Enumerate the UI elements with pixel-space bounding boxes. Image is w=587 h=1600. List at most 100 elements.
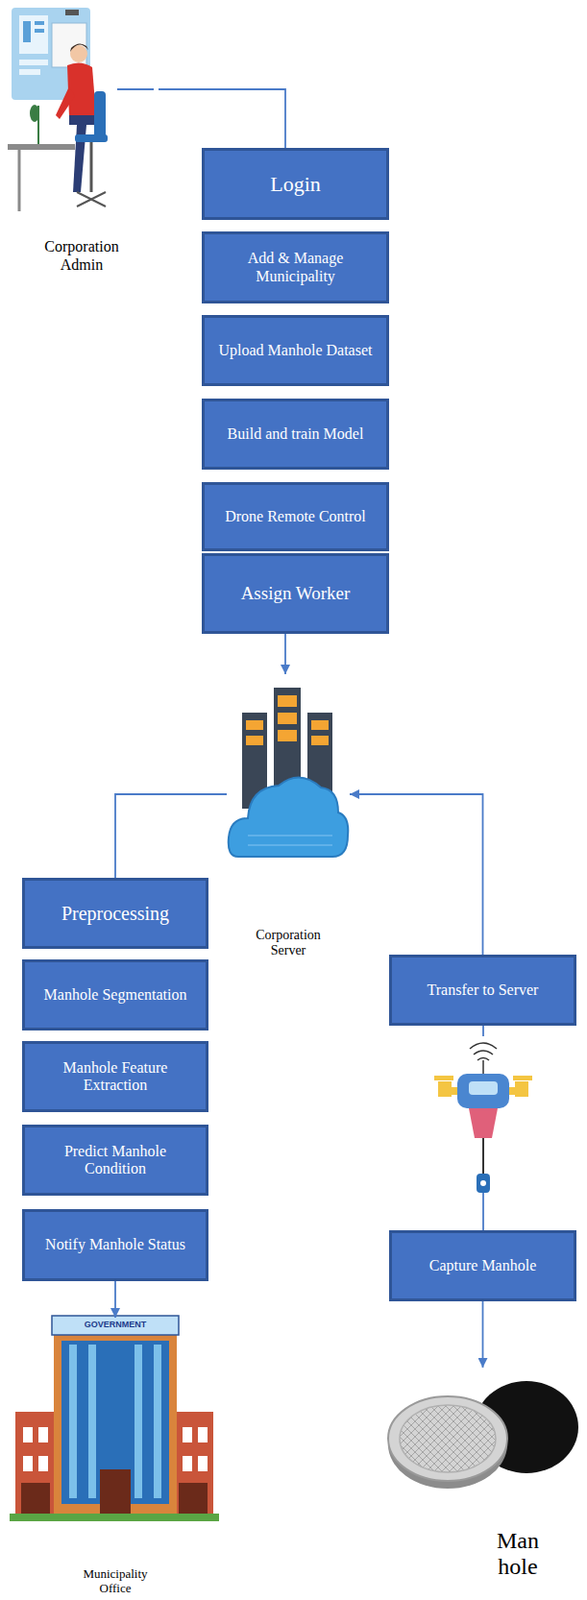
server-icon-part (311, 735, 329, 746)
building-icon-part (88, 1345, 97, 1499)
box-text: Manhole Segmentation (44, 986, 188, 1004)
admin-icon-part (74, 134, 108, 143)
drone-icon-part (477, 1058, 490, 1062)
process-box: Preprocessing (22, 878, 209, 950)
server-icon-part (247, 835, 333, 846)
manhole-icon-part (399, 1405, 496, 1473)
server-icon-part (277, 730, 297, 742)
process-box: Add & Manage Municipality (201, 231, 390, 304)
icon-node: Man hole (388, 1368, 577, 1582)
drone-icon-part (480, 1180, 487, 1187)
admin-icon-part (67, 62, 97, 118)
drone-icon-part (473, 1051, 493, 1055)
admin-icon-part (69, 115, 98, 125)
connector (114, 1281, 117, 1319)
icon-label: Corporation Admin (28, 238, 135, 274)
icon-node: Corporation Server (226, 674, 350, 959)
box-text: Predict Manhole Condition (32, 1143, 198, 1179)
building-icon-part (53, 1335, 177, 1515)
drone-icon-part (457, 1074, 510, 1109)
drone-icon-part (434, 1076, 454, 1081)
box-text: Capture Manhole (429, 1257, 538, 1275)
box-text: Upload Manhole Dataset (219, 342, 373, 360)
admin-icon-part (7, 144, 75, 150)
icon-node: Corporation Admin (4, 4, 159, 274)
building-icon-part (23, 1456, 33, 1472)
box-text: Login (269, 171, 321, 196)
drone-icon-part (482, 1138, 485, 1174)
server-icon-part (228, 777, 349, 857)
building-icon-part (178, 1483, 208, 1515)
admin-icon (7, 7, 154, 212)
drone-icon-part (513, 1076, 533, 1081)
admin-icon-part (19, 69, 41, 75)
box-text: Manhole Feature Extraction (32, 1059, 198, 1096)
process-box: Predict Manhole Condition (22, 1125, 209, 1197)
server-icon-part (245, 720, 264, 731)
drone-icon-part (482, 1060, 485, 1075)
server-icon-part (245, 735, 264, 746)
process-box: Notify Manhole Status (22, 1209, 209, 1282)
building-icon-part (99, 1469, 131, 1515)
admin-icon-part (76, 192, 106, 207)
drone-icon-part (476, 1174, 490, 1194)
building-icon-part (21, 1483, 50, 1515)
connector (158, 89, 286, 148)
connector (284, 634, 287, 675)
admin-icon-part (65, 9, 79, 16)
admin-icon-part (90, 142, 94, 193)
building-icon-part (197, 1456, 208, 1472)
manhole-icon (388, 1381, 579, 1490)
drone-icon-part (468, 1081, 498, 1096)
process-box: Assign Worker (201, 553, 390, 635)
building-icon-part (23, 1427, 33, 1444)
admin-icon-part (51, 23, 87, 68)
process-box: Manhole Feature Extraction (22, 1041, 209, 1113)
server-icon (228, 687, 349, 857)
connector (482, 1301, 485, 1369)
admin-icon-part (76, 192, 106, 207)
building-icon-part (182, 1427, 193, 1444)
box-text: Drone Remote Control (224, 508, 367, 526)
admin-icon-part (34, 28, 45, 33)
admin-icon-part (70, 43, 89, 52)
admin-icon-part (23, 21, 31, 43)
sign-label: GOVERNMENT (53, 1320, 177, 1330)
process-box: Capture Manhole (389, 1230, 577, 1302)
drone-icon-part (438, 1081, 452, 1098)
box-text: Transfer to Server (427, 981, 539, 1000)
admin-icon-part (117, 88, 154, 91)
building-icon-part (182, 1456, 193, 1472)
connector (115, 794, 227, 879)
process-box: Manhole Segmentation (22, 959, 209, 1031)
process-box: Drone Remote Control (201, 482, 390, 552)
icon-label: Man hole (484, 1528, 552, 1582)
building-icon-part (69, 1345, 77, 1499)
drone-icon-part (482, 1193, 485, 1231)
process-box: Login (201, 147, 390, 221)
building-icon (9, 1316, 220, 1522)
box-text: Preprocessing (61, 903, 170, 926)
admin-icon-part (55, 86, 75, 120)
manhole-icon-part (388, 1396, 508, 1482)
drone-icon-part (514, 1081, 529, 1098)
box-text: Add & Manage Municipality (212, 249, 379, 286)
process-box: Upload Manhole Dataset (201, 315, 390, 387)
building-icon-part (51, 1316, 179, 1336)
building-icon-part (9, 1514, 220, 1522)
building-icon-part (38, 1456, 49, 1472)
server-icon-part (277, 695, 297, 708)
admin-icon-part (18, 149, 22, 212)
connector (349, 794, 484, 955)
building-icon-part (153, 1345, 162, 1499)
admin-icon-part (19, 15, 49, 54)
process-box: Transfer to Server (389, 954, 577, 1027)
admin-icon-part (34, 21, 45, 25)
server-icon-part (311, 720, 329, 731)
building-icon-part (134, 1345, 143, 1499)
building-icon-part (197, 1427, 208, 1444)
admin-icon-part (19, 59, 49, 66)
process-box: Build and train Model (201, 398, 390, 470)
icon-node: Municipality Office (9, 1318, 221, 1597)
